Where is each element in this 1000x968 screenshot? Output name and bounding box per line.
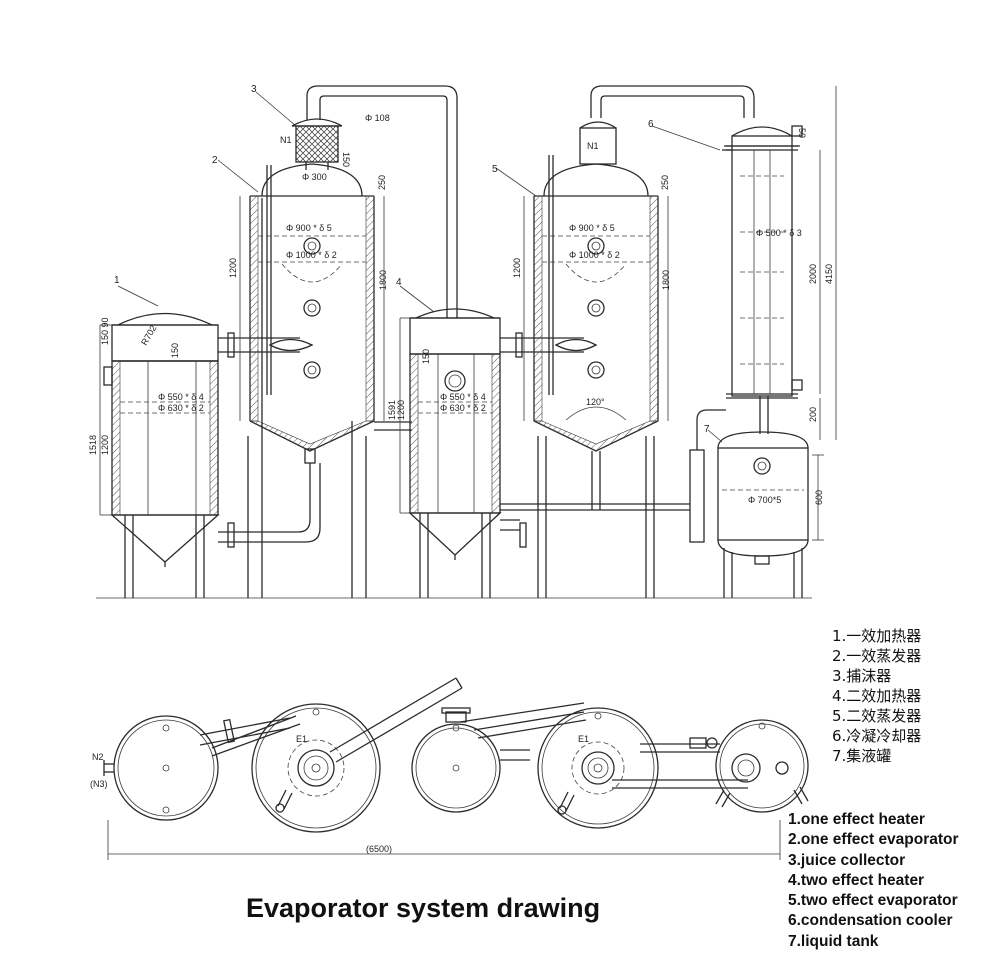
legend-en-item: 1.one effect heater xyxy=(788,811,925,828)
nozzle-n2: N2 xyxy=(92,752,104,762)
dim-150-90: 150 90 xyxy=(100,317,110,345)
legend-cn-item: 4.二效加热器 xyxy=(832,687,922,705)
dim-1200-d: 1200 xyxy=(396,400,406,420)
dim-1591: 1591 xyxy=(387,400,397,420)
callout-1: 1 xyxy=(114,275,120,286)
dim-1200-c: 1200 xyxy=(100,435,110,455)
dim-2000: 2000 xyxy=(808,264,818,284)
legend-en-item: 7.liquid tank xyxy=(788,932,879,950)
dim-1800-b: 1800 xyxy=(661,270,671,290)
dim-d900-a: Φ 900 * δ 5 xyxy=(286,223,332,233)
dim-d900-b: Φ 900 * δ 5 xyxy=(569,223,615,233)
dim-150-a: 150 xyxy=(170,343,180,358)
dim-d630-b: Φ 630 * δ 2 xyxy=(440,403,486,413)
dim-250-b: 250 xyxy=(660,175,670,190)
dim-1200-a: 1200 xyxy=(228,258,238,278)
dim-d1000-a: Φ 1000 * δ 2 xyxy=(286,250,337,260)
legend-cn-item: 3.捕沫器 xyxy=(832,667,892,685)
legend-cn-item: 2.一效蒸发器 xyxy=(832,647,922,665)
nozzle-n1-right: N1 xyxy=(587,141,599,151)
dim-d550-a: Φ 550 * δ 4 xyxy=(158,392,204,402)
dim-600: 600 xyxy=(814,490,824,505)
legend-cn-item: 7.集液罐 xyxy=(832,747,892,765)
condensation-cooler xyxy=(722,125,803,434)
callout-5: 5 xyxy=(492,164,498,175)
nozzle-n1-left: N1 xyxy=(280,135,292,145)
dim-d1000-b: Φ 1000 * δ 2 xyxy=(569,250,620,260)
two-effect-heater xyxy=(399,308,502,598)
legend-en-item: 3.juice collector xyxy=(788,851,906,869)
dim-1518: 1518 xyxy=(88,435,98,455)
dim-250-a: 250 xyxy=(377,175,387,190)
dim-120deg: 120° xyxy=(586,397,605,407)
legend-en-item: 2.one effect evaporator xyxy=(788,831,959,849)
dim-d550-b: Φ 550 * δ 4 xyxy=(440,392,486,402)
callout-3: 3 xyxy=(251,84,257,95)
dim-200: 200 xyxy=(808,407,818,422)
dim-150-top: 150 xyxy=(341,152,351,167)
dim-r702: R702 xyxy=(139,323,158,347)
pipe-evap1-to-heater2 xyxy=(218,421,412,548)
nozzle-e1-right: E1 xyxy=(578,734,589,744)
dim-d108: Φ 108 xyxy=(365,113,390,123)
dim-150-b: 150 xyxy=(421,349,431,364)
liquid-tank xyxy=(689,409,824,598)
legend-cn-item: 1.一效加热器 xyxy=(832,627,922,645)
callout-7: 7 xyxy=(704,424,710,435)
drawing-title: Evaporator system drawing xyxy=(246,893,601,923)
callout-leaders xyxy=(117,91,723,443)
one-effect-evaporator xyxy=(239,163,385,598)
plan-view xyxy=(103,677,809,860)
callout-4: 4 xyxy=(396,277,402,288)
dim-d700: Φ 700*5 xyxy=(748,495,781,505)
pipe-heater1-to-evap1 xyxy=(218,332,314,358)
dim-1200-b: 1200 xyxy=(512,258,522,278)
dim-1800-a: 1800 xyxy=(378,270,388,290)
dim-d500: Φ 500 * δ 3 xyxy=(756,228,802,238)
legend-en-item: 5.two effect evaporator xyxy=(788,892,958,910)
two-effect-evaporator xyxy=(523,85,755,598)
legend-chinese: 1.一效加热器 2.一效蒸发器 3.捕沫器 4.二效加热器 5.二效蒸发器 6.… xyxy=(832,626,921,766)
dim-d630-a: Φ 630 * δ 2 xyxy=(158,403,204,413)
juice-collector xyxy=(291,85,458,318)
nozzle-e1-left: E1 xyxy=(296,734,307,744)
nozzle-n3: (N3) xyxy=(90,779,108,789)
dim-50: 50 xyxy=(797,128,807,138)
legend-en-item: 4.two effect heater xyxy=(788,871,925,889)
pipe-heater2-to-evap2 xyxy=(500,332,690,548)
legend-cn-item: 5.二效蒸发器 xyxy=(832,707,922,725)
dim-d300: Φ 300 xyxy=(302,172,327,182)
callout-6: 6 xyxy=(648,119,654,130)
legend-english: 1.one effect heater 2.one effect evapora… xyxy=(788,810,959,952)
legend-cn-item: 6.冷凝冷却器 xyxy=(832,727,922,745)
legend-en-item: 6.condensation cooler xyxy=(788,912,953,930)
dim-4150: 4150 xyxy=(824,264,834,284)
dim-6500: (6500) xyxy=(366,844,392,854)
callout-2: 2 xyxy=(212,155,218,166)
one-effect-heater xyxy=(99,312,220,598)
